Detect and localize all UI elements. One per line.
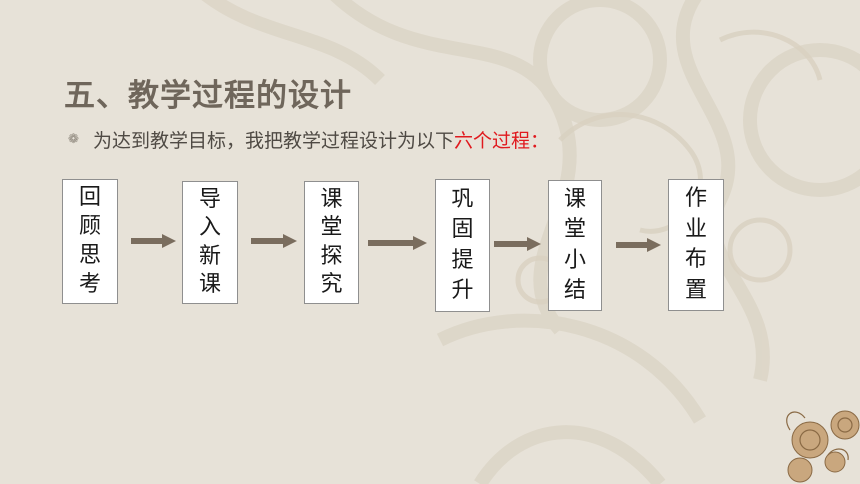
step-box-3: 课 堂 探 究: [304, 181, 359, 304]
arrow-right-icon: [251, 234, 297, 248]
step-char: 作: [684, 186, 707, 212]
step-char: 导: [198, 186, 221, 212]
step-char: 探: [320, 243, 343, 269]
step-char: 固: [451, 217, 474, 243]
step-char: 结: [563, 277, 586, 303]
step-char: 课: [320, 186, 343, 212]
step-char: 置: [684, 277, 707, 303]
step-char: 思: [78, 243, 101, 268]
subtitle-text: 为达到教学目标，我把教学过程设计为以下: [93, 130, 455, 152]
step-char: 课: [198, 272, 221, 298]
step-char: 课: [563, 187, 586, 213]
step-char: 考: [78, 272, 101, 297]
subtitle-highlight: 六个过程：: [454, 130, 550, 152]
step-char: 升: [451, 278, 474, 304]
step-char: 新: [198, 243, 221, 269]
step-char: 堂: [320, 215, 343, 241]
step-char: 提: [451, 247, 474, 273]
step-char: 布: [684, 247, 707, 273]
step-char: 巩: [451, 186, 474, 212]
step-char: 顾: [78, 214, 101, 239]
step-box-6: 作 业 布 置: [668, 179, 724, 311]
step-char: 小: [563, 247, 586, 273]
subtitle: ❁ 为达到教学目标，我把教学过程设计为以下六个过程：: [68, 126, 549, 153]
step-char: 入: [198, 215, 221, 241]
flower-bullet-icon: ❁: [68, 132, 79, 147]
step-box-4: 巩 固 提 升: [435, 179, 490, 312]
arrow-right-icon: [368, 236, 427, 250]
step-char: 回: [78, 185, 101, 210]
step-box-5: 课 堂 小 结: [548, 180, 602, 311]
step-char: 业: [684, 216, 707, 242]
arrow-right-icon: [131, 234, 176, 248]
arrow-right-icon: [616, 238, 661, 252]
step-box-1: 回 顾 思 考: [62, 179, 118, 304]
step-char: 堂: [563, 217, 586, 243]
arrow-right-icon: [494, 237, 541, 251]
step-char: 究: [320, 272, 343, 298]
step-box-2: 导 入 新 课: [182, 181, 238, 304]
page-title: 五、教学过程的设计: [64, 78, 352, 114]
